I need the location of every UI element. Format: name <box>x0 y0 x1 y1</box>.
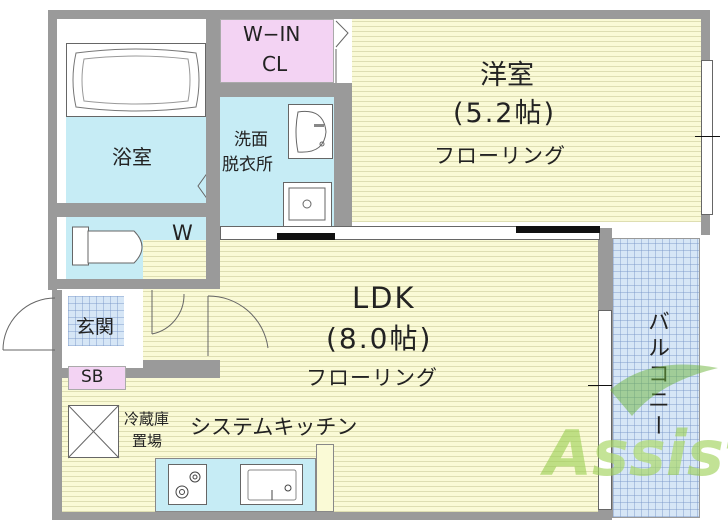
entrance-label: 玄関 <box>76 316 115 338</box>
closet-label-line1: W−IN <box>243 22 301 46</box>
western-room-floor: フローリング <box>434 144 566 168</box>
closet-door <box>335 20 349 83</box>
wall-closet-wash <box>220 83 352 97</box>
outer-wall-bottom <box>52 512 612 520</box>
western-room-name: 洋室 <box>480 60 534 91</box>
wash-basin-icon <box>288 104 333 159</box>
ldk-window-tick <box>588 385 612 386</box>
entrance <box>68 296 124 346</box>
bathtub-icon <box>66 43 206 117</box>
fridge-label-line2: 置場 <box>132 432 163 450</box>
toilet-icon <box>72 226 143 266</box>
kitchen-sink-icon <box>240 464 303 505</box>
bathroom-door <box>197 171 209 201</box>
watermark-text: Assist <box>540 417 728 490</box>
western-room-window <box>701 60 713 215</box>
ldk-window <box>598 310 612 510</box>
shoe-box <box>68 366 126 390</box>
watermark-logo: Assist <box>540 364 728 490</box>
ldk-name: LDK <box>352 281 416 315</box>
washroom-label-line2: 脱衣所 <box>222 155 273 175</box>
washroom-label-line1: 洗面 <box>234 130 268 150</box>
outer-wall-top <box>48 10 710 19</box>
wall-hall-ldk <box>143 360 220 378</box>
outer-wall-left <box>48 10 57 290</box>
fridge-space-icon <box>68 405 120 459</box>
wall-bath-wc <box>57 203 206 217</box>
kitchen-label: システムキッチン <box>190 415 358 439</box>
ldk-size: (8.0帖) <box>326 322 433 355</box>
western-room-size: (5.2帖) <box>453 98 557 129</box>
closet-label-line2: CL <box>262 52 288 76</box>
window-tick <box>695 136 720 137</box>
western-room <box>352 19 701 222</box>
kitchen-side-panel <box>316 444 334 512</box>
wall-bath-wash <box>206 19 220 279</box>
walk-in-closet <box>220 19 334 83</box>
hall-door-left <box>151 290 185 335</box>
washing-machine-icon <box>283 182 332 227</box>
stove-icon <box>168 464 207 505</box>
sliding-door-panel-2 <box>516 226 600 233</box>
wall-wash-western <box>334 85 352 240</box>
outer-wall-entrance-left <box>52 290 62 520</box>
ldk-floor: フローリング <box>306 366 438 390</box>
entrance-door <box>2 297 56 351</box>
shoe-box-label: SB <box>81 367 104 387</box>
fridge-label-line1: 冷蔵庫 <box>124 410 170 428</box>
bathroom-label: 浴室 <box>112 145 152 169</box>
wc-label-line1: W <box>172 221 193 245</box>
wall-wc-bottom <box>57 279 220 289</box>
hall-door-right <box>207 295 269 356</box>
sliding-door-panel-1 <box>277 233 335 240</box>
